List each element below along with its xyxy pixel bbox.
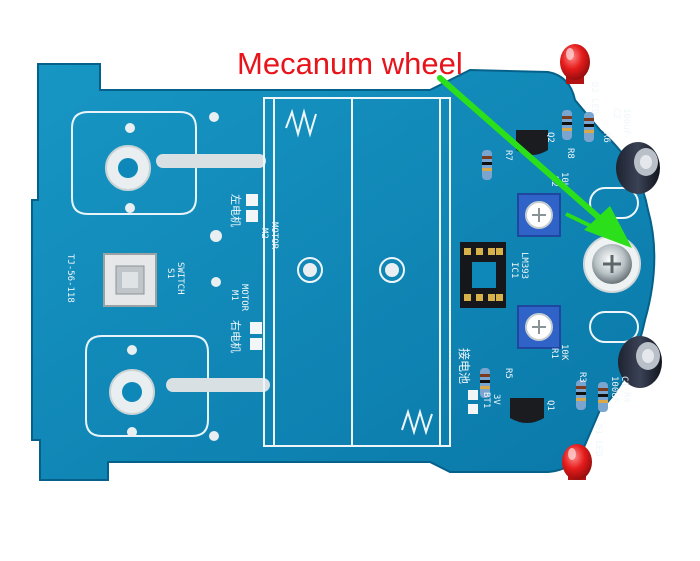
silk-c1-ref: C1 [619, 376, 629, 387]
transistor-q1 [510, 398, 544, 423]
motor-mount-bottom [85, 335, 209, 437]
capacitor-c2 [616, 142, 660, 194]
led-d2 [560, 44, 590, 84]
silk-motor2-cn: 左电机 [229, 194, 243, 227]
silk-battery-ref: BT1 [481, 392, 491, 408]
silk-q2: Q2 [545, 132, 555, 143]
mecanum-wheel [583, 235, 641, 293]
silk-motor2-ref: M2 [259, 228, 269, 239]
led-d1 [562, 444, 592, 480]
silk-r7: R7 [503, 150, 513, 161]
silk-c2-val: 100uF [621, 108, 631, 135]
silk-led2: D2 LED [589, 82, 599, 115]
silk-battery-cn: 接电池 [457, 348, 472, 384]
silk-r6: R6 [601, 132, 611, 143]
silk-r5: R5 [503, 368, 513, 379]
silk-q1: Q1 [545, 400, 555, 411]
silk-model: TJ-56-118 [65, 254, 75, 303]
silk-led1: D1 LED [593, 424, 603, 457]
silk-motor2-name: MOTOR [269, 222, 279, 250]
silk-r2-val: 10K [559, 172, 569, 189]
silk-motor1-ref: M1 [229, 290, 239, 301]
potentiometer-r2 [517, 193, 561, 237]
battery-compartment [263, 97, 451, 447]
motor-mount-top [71, 111, 197, 215]
silk-motor1-cn: 右电机 [229, 320, 243, 353]
silk-ic-ref: IC1 [509, 262, 519, 278]
silk-c1-val: 100uF [609, 376, 619, 403]
silk-switch-ref: S1 [165, 268, 175, 279]
annotation-label: Mecanum wheel [237, 46, 463, 81]
silk-r8: R8 [565, 148, 575, 159]
silk-c2-ref: C2 [611, 108, 621, 119]
silk-r4: R4 [621, 392, 631, 403]
potentiometer-r1 [517, 305, 561, 349]
capacitor-c1 [618, 336, 662, 388]
silk-r1-val: 10K [559, 344, 569, 361]
resistors [480, 110, 608, 412]
switch-s1 [103, 253, 157, 307]
silk-r1-ref: R1 [549, 348, 559, 359]
silk-battery-val: 3V [491, 394, 501, 405]
silk-motor1-name: MOTOR [239, 284, 249, 312]
annotation-arrow [437, 75, 632, 248]
silk-switch-name: SWITCH [175, 262, 185, 295]
silk-r3: R3 [577, 372, 587, 383]
silk-ic-name: LM393 [519, 252, 529, 279]
ic-socket [460, 242, 506, 308]
